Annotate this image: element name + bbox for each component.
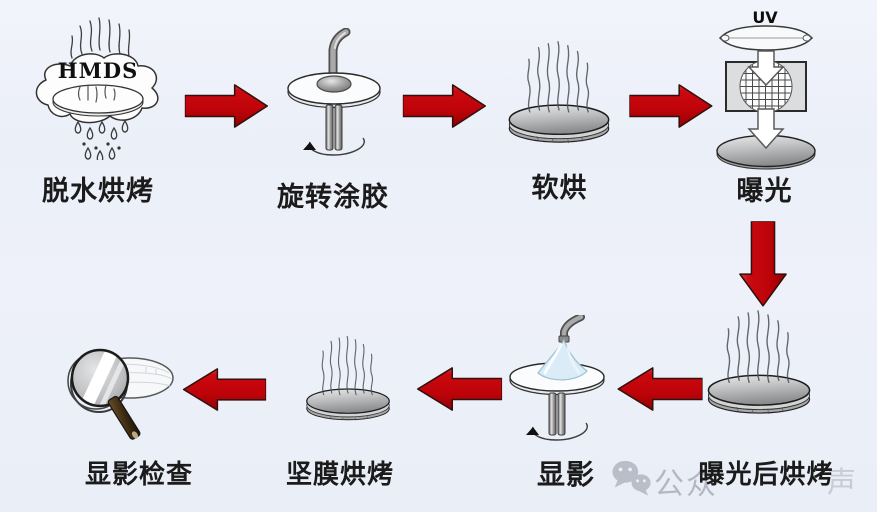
development-icon	[509, 315, 605, 441]
watermark-text: 公众	[654, 468, 718, 501]
watermark-faint-text: 声	[827, 467, 857, 499]
step-label-post-exposure-bake: 曝光后烘烤	[698, 459, 834, 489]
soft-bake-icon	[504, 34, 614, 146]
uv-beam-arrow-2	[747, 108, 785, 150]
uv-label: UV	[752, 8, 778, 27]
wechat-icon	[612, 460, 651, 496]
post-exposure-bake-icon	[704, 303, 814, 417]
flow-arrow-right-1	[184, 83, 270, 129]
flow-arrow-right-2	[402, 83, 488, 129]
flow-arrow-left-1	[612, 366, 705, 412]
flow-arrow-left-2	[411, 366, 505, 412]
step-label-develop-inspection: 显影检查	[84, 459, 193, 489]
dehydration-bake-icon: HMDS	[35, 17, 159, 160]
flow-arrow-down	[738, 221, 788, 308]
developer-spray	[537, 338, 588, 381]
spin-coating-icon	[287, 28, 381, 156]
hard-bake-icon	[292, 330, 404, 423]
water-drops	[74, 120, 129, 160]
step-label-hard-bake: 坚膜烘烤	[285, 459, 394, 489]
step-label-spin-coating: 旋转涂胶	[277, 182, 389, 212]
flow-arrow-left-3	[178, 367, 268, 412]
hmds-label: HMDS	[58, 58, 138, 83]
step-label-soft-bake: 软烘	[531, 173, 588, 203]
step-label-exposure: 曝光	[736, 176, 793, 206]
uv-beam-arrow-1	[747, 50, 785, 87]
step-label-dehydration-bake: 脱水烘烤	[42, 176, 154, 206]
develop-inspection-icon	[67, 348, 174, 440]
exposure-icon: UV	[716, 8, 816, 170]
step-label-development: 显影	[536, 459, 595, 490]
flow-arrow-right-3	[628, 83, 715, 129]
